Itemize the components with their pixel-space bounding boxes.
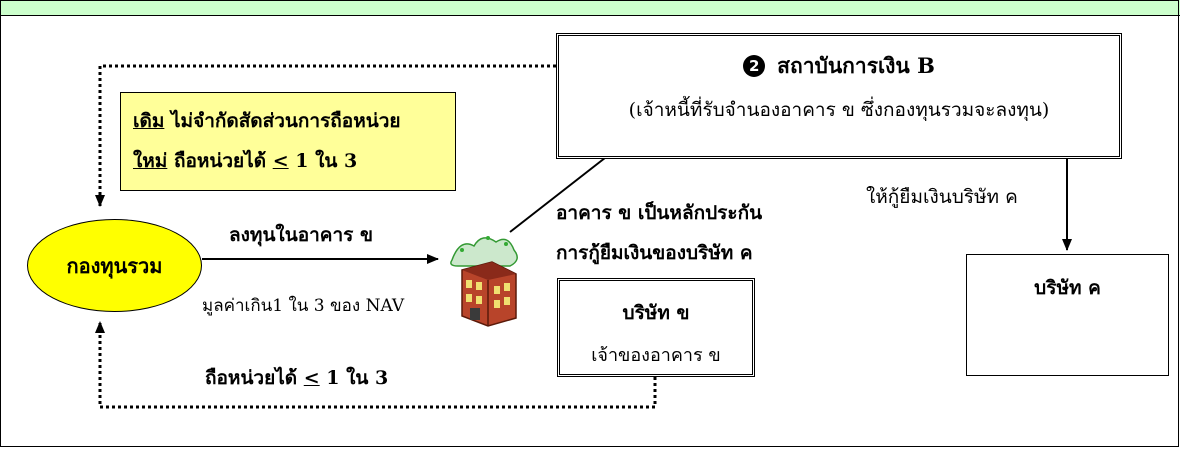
rule-new-text: ถือหน่วยได้	[173, 150, 267, 172]
dotted-link-bank-to-fund	[95, 64, 556, 207]
rule-old-line: เดิม ไม่จำกัดสัดส่วนการถือหน่วย	[133, 106, 401, 136]
bank-number-badge: 2	[743, 55, 766, 77]
building-icon	[450, 236, 518, 327]
company-c-title: บริษัท ค	[1034, 277, 1101, 299]
dotted-link-company-b-to-fund	[95, 321, 657, 409]
company-c-box: บริษัท ค	[966, 254, 1169, 376]
rule-old-label: เดิม	[133, 110, 165, 132]
holding-limit: <	[303, 367, 320, 389]
bank-title-row: 2 สถาบันการเงิน B	[559, 50, 1119, 83]
collateral-line-2: การกู้ยืมเงินของบริษัท ค	[556, 242, 753, 264]
fund-label: กองทุนรวม	[66, 253, 163, 278]
holding-ratio: 1 ใน 3	[326, 367, 389, 389]
company-b-title: บริษัท ข	[622, 302, 690, 324]
rule-new-ratio: 1 ใน 3	[295, 150, 358, 172]
fund-ellipse: กองทุนรวม	[27, 219, 202, 312]
invest-label: ลงทุนในอาคาร ข	[229, 224, 373, 246]
loan-label: ให้กู้ยืมเงินบริษัท ค	[866, 186, 1018, 208]
rule-new-line: ใหม่ ถือหน่วยได้ < 1 ใน 3	[133, 146, 357, 176]
company-b-box: บริษัท ข เจ้าของอาคาร ข	[557, 278, 755, 377]
rule-new-label: ใหม่	[133, 150, 168, 172]
rule-old-text: ไม่จำกัดสัดส่วนการถือหน่วย	[170, 110, 401, 132]
rule-new-limit: <	[272, 150, 289, 172]
collateral-line-1: อาคาร ข เป็นหลักประกัน	[556, 202, 763, 224]
top-band	[0, 0, 1180, 16]
rule-box: เดิม ไม่จำกัดสัดส่วนการถือหน่วย ใหม่ ถือ…	[120, 92, 456, 191]
bank-subtitle: (เจ้าหนี้ที่รับจำนองอาคาร ข ซึ่งกองทุนรว…	[628, 99, 1050, 121]
bank-box: 2 สถาบันการเงิน B (เจ้าหนี้ที่รับจำนองอาค…	[556, 33, 1122, 159]
bank-title: สถาบันการเงิน B	[777, 53, 935, 78]
invest-value-note: มูลค่าเกิน1 ใน 3 ของ NAV	[202, 296, 405, 316]
holding-text: ถือหน่วยได้	[205, 367, 298, 389]
holding-limit-line: ถือหน่วยได้ < 1 ใน 3	[205, 367, 389, 390]
company-b-subtitle: เจ้าของอาคาร ข	[591, 345, 721, 366]
